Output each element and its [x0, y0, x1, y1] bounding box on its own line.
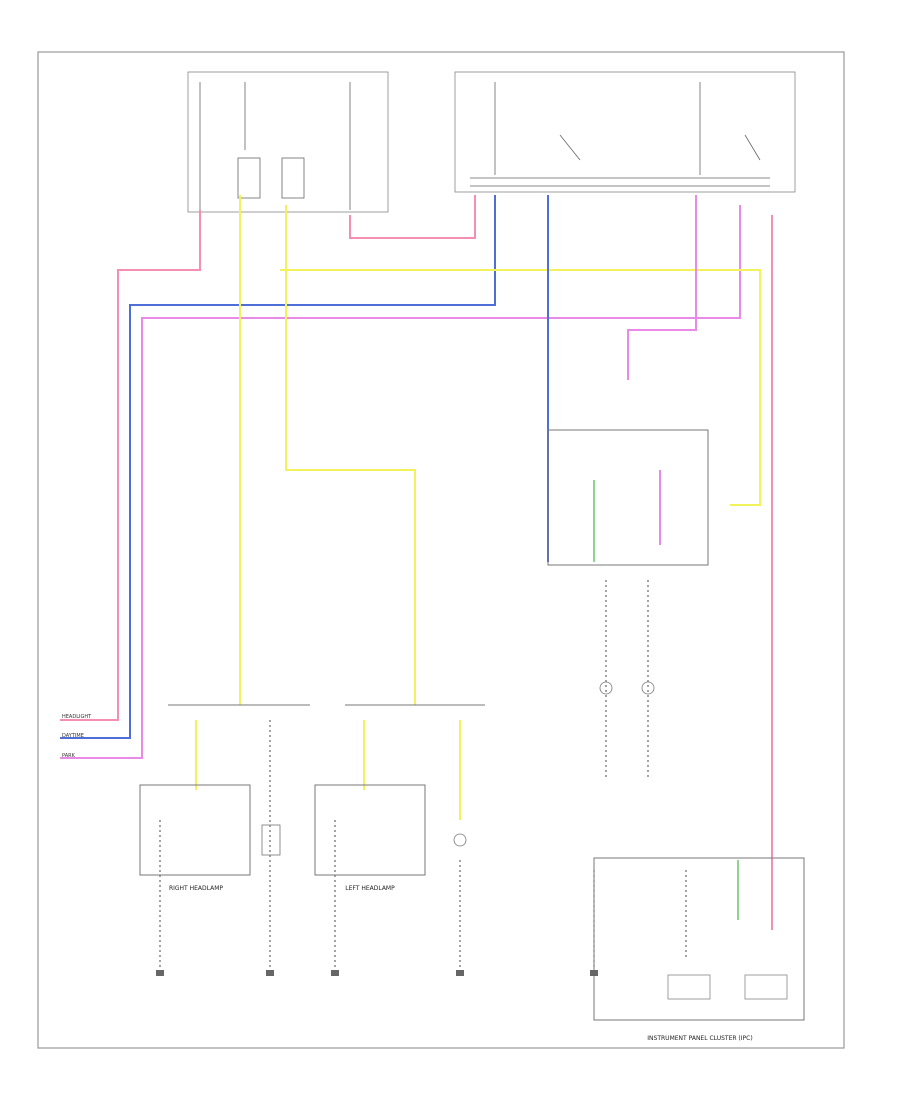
left-headlamp-module: LEFT HEADLAMP	[314, 784, 426, 892]
lamp-symbols	[261, 681, 655, 856]
top-labels	[118, 84, 168, 124]
wire-pink-top	[349, 195, 476, 239]
instrument-cluster-module: INSTRUMENT PANEL CLUSTER (IPC)	[593, 857, 805, 1042]
ground-symbols	[156, 970, 598, 976]
harness-dashed	[159, 580, 687, 975]
left-headlamp-label: LEFT HEADLAMP	[345, 885, 395, 892]
instrument-cluster-label: INSTRUMENT PANEL CLUSTER (IPC)	[647, 1035, 752, 1042]
ground-label-park: PARK	[62, 753, 76, 759]
body-control-module-box	[547, 429, 709, 566]
wire-blue-left	[60, 195, 496, 739]
diagram-frame	[37, 51, 845, 1049]
fuse-block-right	[454, 71, 796, 193]
headlamp-relay-symbol	[199, 82, 761, 210]
wire-pink-left	[60, 210, 201, 721]
wire-yellow-right	[280, 269, 761, 506]
right-headlamp-module: RIGHT HEADLAMP	[139, 784, 251, 892]
wire-magenta-left	[60, 205, 741, 759]
ground-legend: HEADLIGHT DAYTIME PARK	[62, 714, 92, 759]
fuse-block-left	[187, 71, 389, 213]
wire-magenta-right	[627, 195, 697, 380]
ground-label-headlight: HEADLIGHT	[62, 714, 92, 720]
ground-label-daytime: DAYTIME	[62, 733, 84, 739]
right-headlamp-label: RIGHT HEADLAMP	[169, 885, 223, 892]
wire-yellow-mid	[285, 205, 416, 705]
